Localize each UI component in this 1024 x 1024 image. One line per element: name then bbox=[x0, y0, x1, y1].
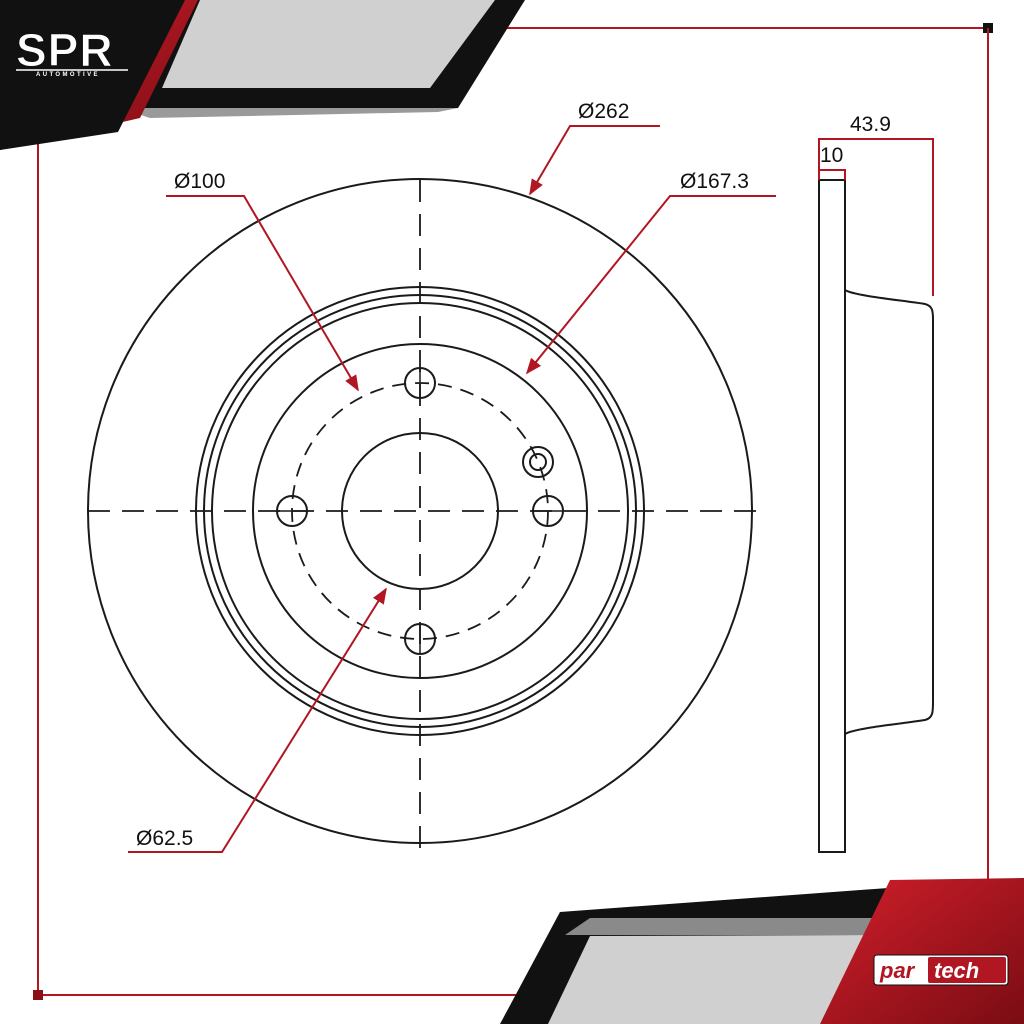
set-screw-hole-inner bbox=[529, 453, 547, 471]
spr-logo: SPR AUTOMOTIVE bbox=[16, 24, 128, 78]
label-disc-thickness: 10 bbox=[820, 144, 843, 167]
centerlines bbox=[88, 180, 760, 850]
partech-logo: par tech bbox=[873, 954, 1009, 986]
label-total-height: 43.9 bbox=[850, 113, 891, 136]
label-center-bore: Ø62.5 bbox=[136, 827, 193, 850]
spr-logo-text: SPR bbox=[16, 24, 114, 76]
spr-logo-subtext: AUTOMOTIVE bbox=[36, 72, 100, 78]
disc-side-hat bbox=[844, 289, 934, 735]
top-corner-banner bbox=[0, 0, 525, 150]
label-bolt-circle: Ø100 bbox=[174, 170, 225, 193]
partech-logo-left: par bbox=[879, 958, 916, 983]
label-outer-diameter: Ø262 bbox=[578, 100, 629, 123]
dimension-leaders bbox=[128, 125, 934, 853]
disc-side-friction-ring bbox=[818, 179, 846, 853]
disc-side-view bbox=[818, 179, 934, 853]
dimension-labels: Ø262 Ø100 Ø167.3 Ø62.5 43.9 10 bbox=[136, 100, 891, 850]
label-hat-diameter: Ø167.3 bbox=[680, 170, 749, 193]
bottom-corner-banner bbox=[500, 878, 1024, 1024]
frame-lines bbox=[33, 23, 993, 1000]
set-screw-hole-outer bbox=[522, 446, 554, 478]
partech-logo-right: tech bbox=[934, 958, 979, 983]
